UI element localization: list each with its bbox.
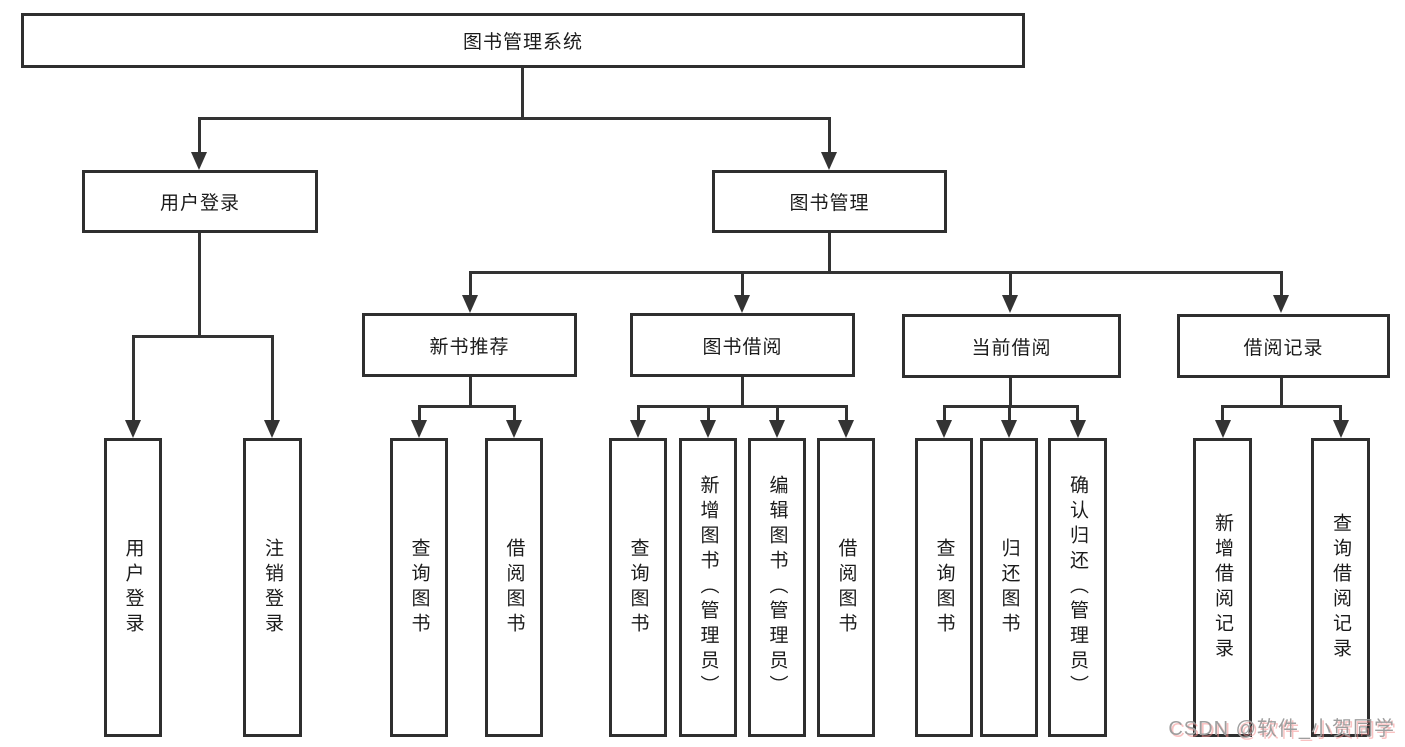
connector-records-stem — [1279, 378, 1283, 407]
leaf-logout: 注销登录 — [243, 438, 302, 737]
connector-drop-book-mgmt — [827, 117, 831, 154]
connector-drop-bb-borrow — [844, 405, 848, 422]
connector-records-rail — [1221, 405, 1341, 408]
connector-drop-cb-return — [1007, 405, 1011, 422]
leaf-current-confirm-return-admin: 确认归还（管理员） — [1048, 438, 1107, 737]
connector-drop-leaf-logout — [270, 335, 274, 422]
arrow-to-book-borrow — [734, 295, 750, 313]
arrow-to-leaf-logout — [264, 420, 280, 438]
connector-userlogin-rail — [131, 335, 274, 338]
connector-root-rail — [197, 117, 831, 120]
arrow-to-rec-query — [1332, 420, 1349, 438]
connector-userlogin-stem — [197, 233, 201, 337]
leaf-newbook-borrow-books: 借阅图书 — [485, 438, 543, 737]
connector-currborrow-rail — [942, 405, 1079, 408]
connector-bookborrow-rail — [636, 405, 848, 408]
arrow-to-bb-query — [630, 420, 646, 438]
csdn-watermark: CSDN @软件_小贺同学 — [1168, 718, 1395, 740]
leaf-borrowing-borrow-books: 借阅图书 — [817, 438, 875, 737]
leaf-current-query-books: 查询图书 — [915, 438, 973, 737]
node-current-borrowing: 当前借阅 — [902, 314, 1121, 378]
arrow-to-user-login — [191, 152, 207, 170]
arrow-to-book-mgmt — [821, 152, 837, 170]
connector-drop-bb-add — [706, 405, 710, 422]
connector-drop-nb-query — [417, 405, 421, 422]
connector-drop-borrow-records — [1279, 271, 1283, 297]
connector-drop-new-book — [468, 271, 472, 297]
arrow-to-rec-add — [1214, 420, 1231, 438]
arrow-to-cb-confirm — [1069, 420, 1086, 438]
connector-currborrow-stem — [1008, 378, 1012, 407]
leaf-records-query-record: 查询借阅记录 — [1311, 438, 1370, 737]
connector-drop-nb-borrow — [512, 405, 516, 422]
connector-drop-cb-confirm — [1076, 405, 1079, 422]
node-borrow-records: 借阅记录 — [1177, 314, 1390, 378]
arrow-to-new-book — [462, 295, 478, 313]
connector-drop-current-borrow — [1008, 271, 1012, 297]
connector-bookborrow-stem — [740, 377, 744, 407]
connector-root-stem — [520, 68, 524, 119]
arrow-to-nb-query — [411, 420, 427, 438]
connector-newbook-rail — [417, 405, 516, 408]
arrow-to-bb-edit — [769, 420, 785, 438]
node-book-borrowing: 图书借阅 — [630, 313, 855, 377]
leaf-borrowing-query-books: 查询图书 — [609, 438, 667, 737]
connector-bookmgmt-stem — [827, 233, 831, 273]
node-root-system: 图书管理系统 — [21, 13, 1025, 68]
connector-drop-rec-query — [1339, 405, 1342, 422]
arrow-to-leaf-login — [125, 420, 141, 438]
connector-drop-book-borrow — [740, 271, 744, 297]
node-user-login: 用户登录 — [82, 170, 318, 233]
connector-drop-leaf-login — [131, 335, 135, 422]
connector-drop-cb-query — [942, 405, 946, 422]
connector-bookmgmt-rail — [468, 271, 1282, 274]
connector-newbook-stem — [468, 377, 472, 407]
leaf-records-add-record: 新增借阅记录 — [1193, 438, 1252, 737]
leaf-user-login: 用户登录 — [104, 438, 162, 737]
arrow-to-bb-add — [700, 420, 716, 438]
connector-drop-bb-edit — [775, 405, 779, 422]
arrow-to-cb-return — [1001, 420, 1017, 438]
node-new-book-recommend: 新书推荐 — [362, 313, 577, 377]
arrow-to-bb-borrow — [838, 420, 854, 438]
leaf-borrowing-edit-books-admin: 编辑图书（管理员） — [748, 438, 806, 737]
connector-drop-rec-add — [1221, 405, 1224, 422]
arrow-to-cb-query — [936, 420, 952, 438]
node-book-management: 图书管理 — [712, 170, 947, 233]
leaf-current-return-books: 归还图书 — [980, 438, 1038, 737]
arrow-to-current-borrow — [1002, 295, 1018, 313]
leaf-borrowing-add-books-admin: 新增图书（管理员） — [679, 438, 737, 737]
leaf-newbook-query-books: 查询图书 — [390, 438, 448, 737]
arrow-to-borrow-records — [1273, 295, 1289, 313]
connector-drop-user-login — [197, 117, 201, 154]
connector-drop-bb-query — [636, 405, 640, 422]
arrow-to-nb-borrow — [506, 420, 522, 438]
